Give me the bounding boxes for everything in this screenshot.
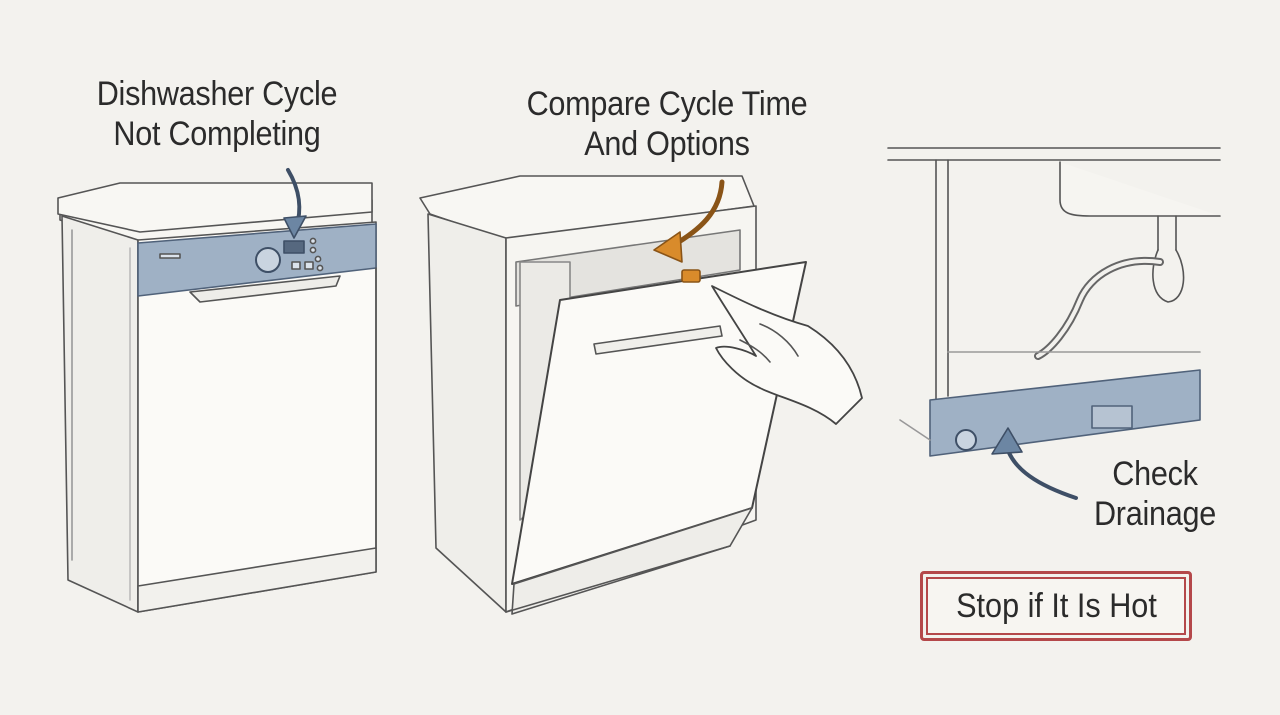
dishwasher-closed xyxy=(57,182,377,613)
step-label-line: Compare Cycle Time xyxy=(526,85,808,123)
drain-plug xyxy=(955,429,977,451)
orange-arrow-icon xyxy=(653,179,725,263)
step-label-compare-cycle: Compare Cycle Time And Options xyxy=(510,84,825,164)
blue-arrow-icon xyxy=(283,168,307,239)
blue-arrow-icon xyxy=(991,427,1078,500)
step-label-line: Drainage xyxy=(1093,495,1217,534)
door-latch xyxy=(681,269,701,283)
warning-box: Stop if It Is Hot xyxy=(920,571,1192,641)
step-label-check-drainage: Check Drainage xyxy=(1070,454,1241,534)
step-label-line: Not Completing xyxy=(113,115,321,154)
under-sink-drain xyxy=(887,147,1221,457)
display-screen xyxy=(283,240,305,254)
step-label-line: Check xyxy=(1112,455,1198,493)
step-label-line: And Options xyxy=(584,125,750,164)
cycle-dial xyxy=(255,247,281,273)
warning-text: Stop if It Is Hot xyxy=(955,586,1157,625)
step-label-line: Dishwasher Cycle xyxy=(96,75,338,113)
hand-icon xyxy=(711,285,863,425)
dishwasher-open xyxy=(419,175,807,615)
step-label-cycle-not-completing: Dishwasher Cycle Not Completing xyxy=(78,74,357,154)
drain-base-panel xyxy=(929,369,1201,457)
